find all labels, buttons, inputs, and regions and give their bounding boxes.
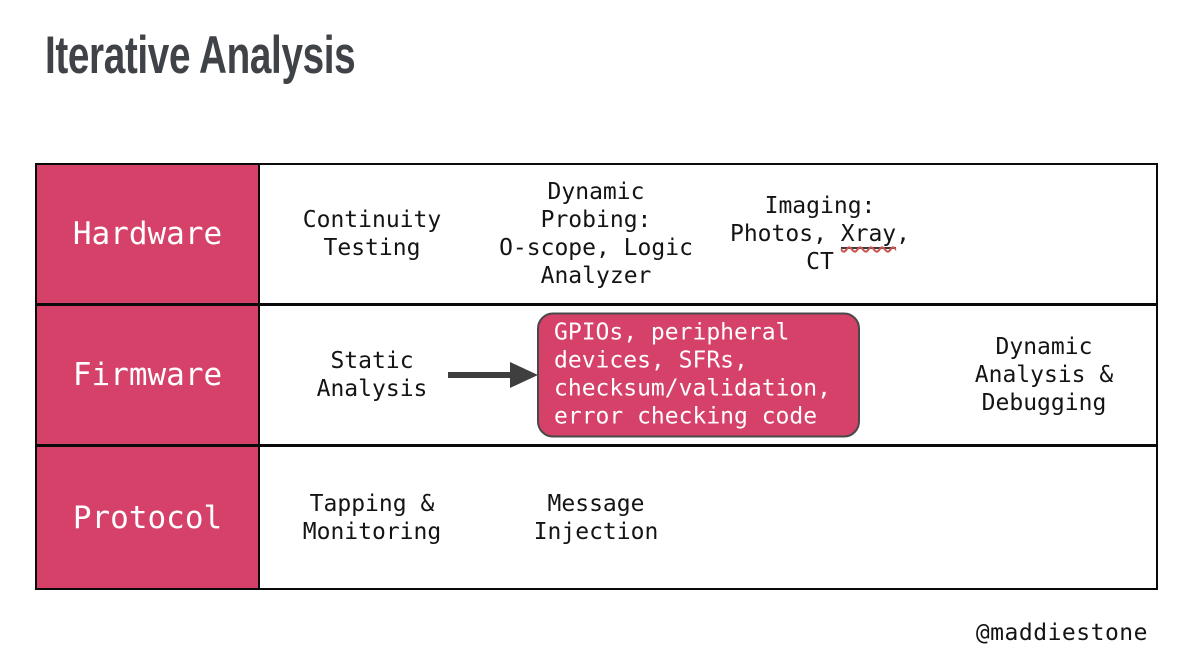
firmware-content-cell: Static Analysis GPIOs, peripheral device… — [260, 306, 1156, 447]
dynamic-analysis-text: Dynamic Analysis & Debugging — [974, 334, 1114, 416]
row-label-firmware: Firmware — [37, 306, 260, 447]
imaging-text-post: , CT — [806, 221, 911, 275]
row-label-hardware: Hardware — [37, 165, 260, 306]
arrow-right-icon — [448, 361, 538, 389]
imaging-text-pre: Imaging: Photos, — [729, 193, 876, 247]
hardware-content-cell: Continuity Testing Dynamic Probing: O-sc… — [260, 165, 1156, 306]
author-handle: @maddiestone — [975, 620, 1148, 646]
imaging-xray-misspelled-word: Xray — [840, 221, 897, 249]
static-analysis-text: Static Analysis — [316, 348, 428, 402]
imaging-text: Imaging: Photos, Xray, CT — [730, 192, 910, 276]
row-label-protocol: Protocol — [37, 447, 260, 588]
tapping-monitoring-text: Tapping & Monitoring — [302, 490, 442, 545]
page-title: Iterative Analysis — [45, 26, 356, 85]
firmware-label: Firmware — [72, 357, 223, 393]
protocol-label: Protocol — [72, 499, 223, 536]
message-injection-text: Message Injection — [533, 490, 659, 545]
firmware-callout-box: GPIOs, peripheral devices, SFRs, checksu… — [537, 312, 860, 438]
hardware-label: Hardware — [72, 216, 223, 252]
dynamic-probing-text: Dynamic Probing: O-scope, Logic Analyzer — [499, 179, 693, 289]
continuity-testing-text: Continuity Testing — [302, 207, 442, 261]
analysis-matrix-table: Hardware Continuity Testing Dynamic Prob… — [35, 163, 1158, 590]
protocol-content-cell: Tapping & Monitoring Message Injection — [260, 447, 1156, 588]
